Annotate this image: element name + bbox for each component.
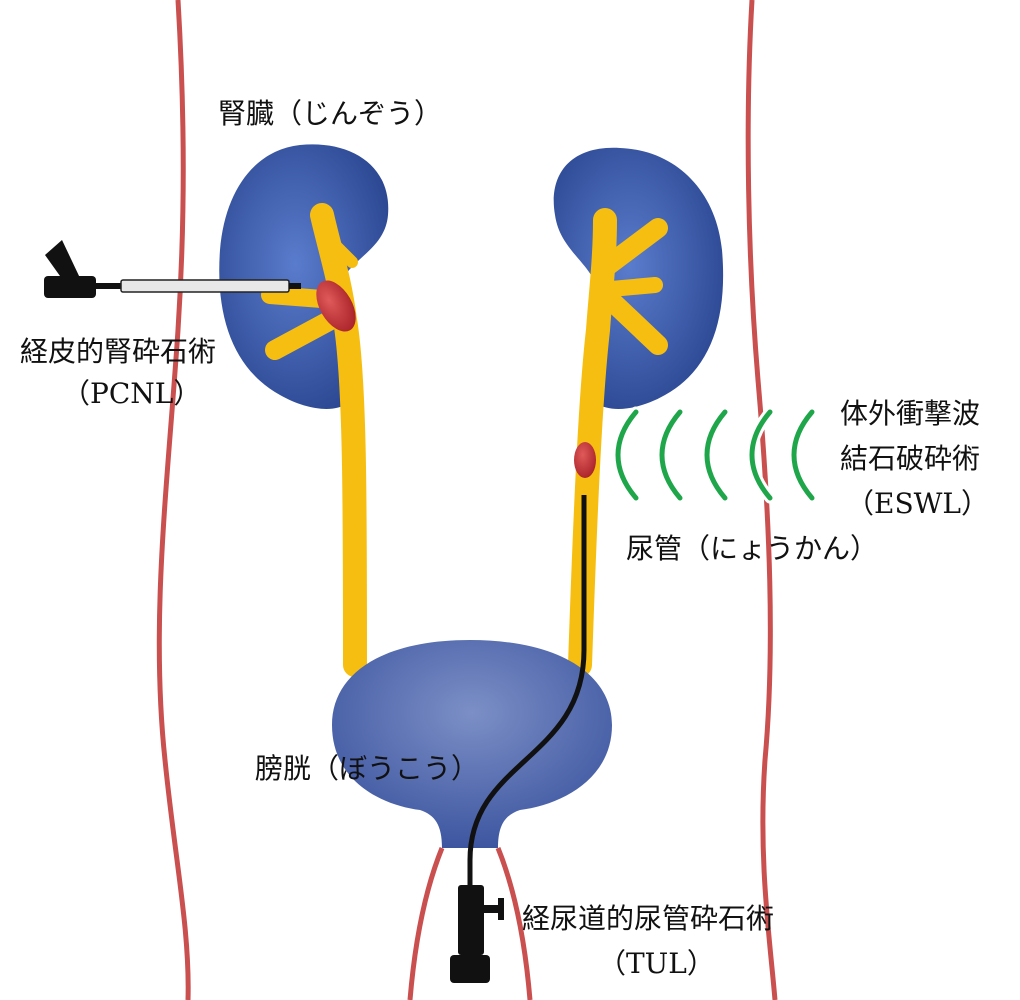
- eswl-abbr-label: （ESWL）: [846, 487, 989, 520]
- shock-waves: [612, 406, 818, 504]
- bladder: [332, 640, 612, 848]
- body-outline-right: [745, 0, 778, 1000]
- tul-abbr-label: （TUL）: [598, 947, 715, 980]
- shock-wave-arc: [659, 409, 683, 501]
- ureteral-stone: [574, 442, 596, 478]
- kidney-label: 腎臓（じんぞう）: [218, 97, 443, 130]
- tul-name-label: 経尿道的尿管砕石術: [522, 902, 775, 935]
- right-kidney: [553, 147, 724, 409]
- kidney-stone: [316, 280, 356, 332]
- bladder-label: 膀胱（ぼうこう）: [255, 752, 480, 785]
- shock-wave-arc: [615, 409, 639, 501]
- tul-ureteroscope: [450, 885, 504, 983]
- left-kidney: [219, 144, 389, 409]
- urethra-outline-right: [495, 847, 533, 1000]
- urethra-outline-left: [407, 847, 445, 1000]
- body-outline-left: [156, 0, 191, 1000]
- eswl-line1-label: 体外衝撃波: [840, 397, 981, 430]
- pcnl-abbr-label: （PCNL）: [62, 377, 202, 410]
- ureteroscope-wire: [467, 495, 587, 890]
- ureter-label: 尿管（にょうかん）: [626, 532, 879, 565]
- shock-wave-arc: [749, 409, 773, 501]
- eswl-line2-label: 結石破砕術: [840, 442, 981, 475]
- pcnl-nephroscope: [44, 240, 301, 298]
- shock-wave-arc: [791, 409, 815, 501]
- shock-wave-arc: [704, 409, 728, 501]
- pcnl-name-label: 経皮的腎砕石術: [20, 335, 217, 368]
